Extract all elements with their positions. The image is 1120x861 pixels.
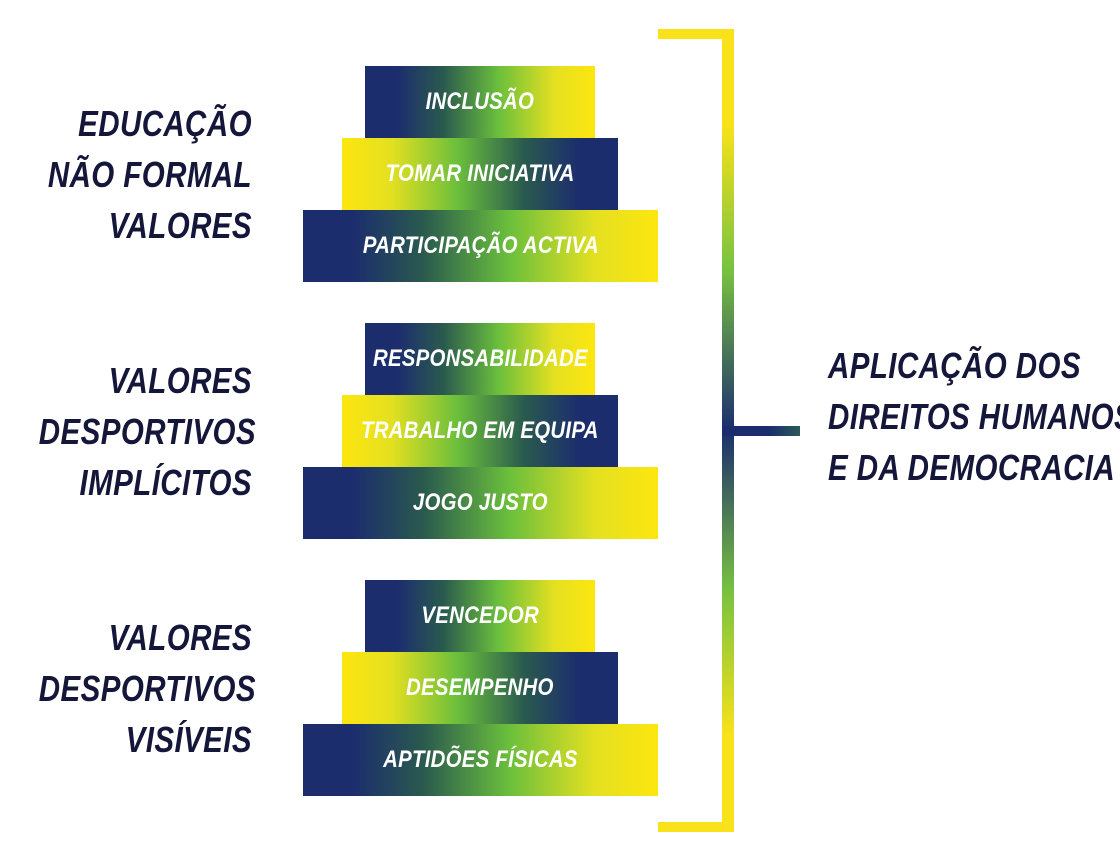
bar-vencedor: VENCEDOR (365, 580, 595, 652)
group-label-educacao-nao-formal: EDUCAÇÃO NÃO FORMAL VALORES (39, 98, 252, 251)
bracket-top-cap (658, 29, 734, 39)
group-label-line: VISÍVEIS (125, 719, 252, 760)
bar-desempenho: DESEMPENHO (342, 652, 618, 724)
group-label-line: VALORES (108, 360, 252, 401)
bar-trabalho-em-equipa: TRABALHO EM EQUIPA (342, 395, 618, 467)
bar-inclusao: INCLUSÃO (365, 66, 595, 138)
bracket-bottom-cap (658, 822, 734, 832)
bar-label: RESPONSABILIDADE (372, 345, 588, 372)
bar-label: VENCEDOR (421, 602, 539, 629)
bracket-stem (722, 426, 800, 436)
bar-tomar-iniciativa: TOMAR INICIATIVA (342, 138, 618, 210)
bar-label: TRABALHO EM EQUIPA (361, 417, 599, 444)
group-label-line: DESPORTIVOS (38, 668, 257, 709)
bar-label: TOMAR INICIATIVA (385, 160, 575, 187)
bar-label: INCLUSÃO (425, 88, 535, 115)
group-label-line: IMPLÍCITOS (79, 462, 252, 503)
bar-aptidoes-fisicas: APTIDÕES FÍSICAS (303, 724, 658, 796)
bar-label: PARTICIPAÇÃO ACTIVA (362, 232, 599, 259)
group-label-line: DESPORTIVOS (38, 411, 257, 452)
group-label-valores-desportivos-implicitos: VALORES DESPORTIVOS IMPLÍCITOS (38, 355, 257, 508)
group-label-valores-desportivos-visiveis: VALORES DESPORTIVOS VISÍVEIS (38, 612, 257, 765)
bar-jogo-justo: JOGO JUSTO (303, 467, 658, 539)
bar-responsabilidade: RESPONSABILIDADE (365, 323, 595, 395)
bar-label: APTIDÕES FÍSICAS (383, 746, 578, 773)
bar-label: JOGO JUSTO (413, 489, 548, 516)
group-label-line: VALORES (108, 205, 252, 246)
group-label-line: NÃO FORMAL (47, 154, 252, 195)
result-label-line: DIREITOS HUMANOS (828, 396, 1120, 437)
bar-participacao-activa: PARTICIPAÇÃO ACTIVA (303, 210, 658, 282)
bar-label: DESEMPENHO (406, 674, 554, 701)
group-label-line: VALORES (108, 617, 252, 658)
result-label-line: APLICAÇÃO DOS (828, 345, 1081, 386)
group-label-line: EDUCAÇÃO (78, 103, 252, 144)
result-label-line: E DA DEMOCRACIA (828, 447, 1116, 488)
result-label: APLICAÇÃO DOS DIREITOS HUMANOS E DA DEMO… (828, 340, 1120, 493)
